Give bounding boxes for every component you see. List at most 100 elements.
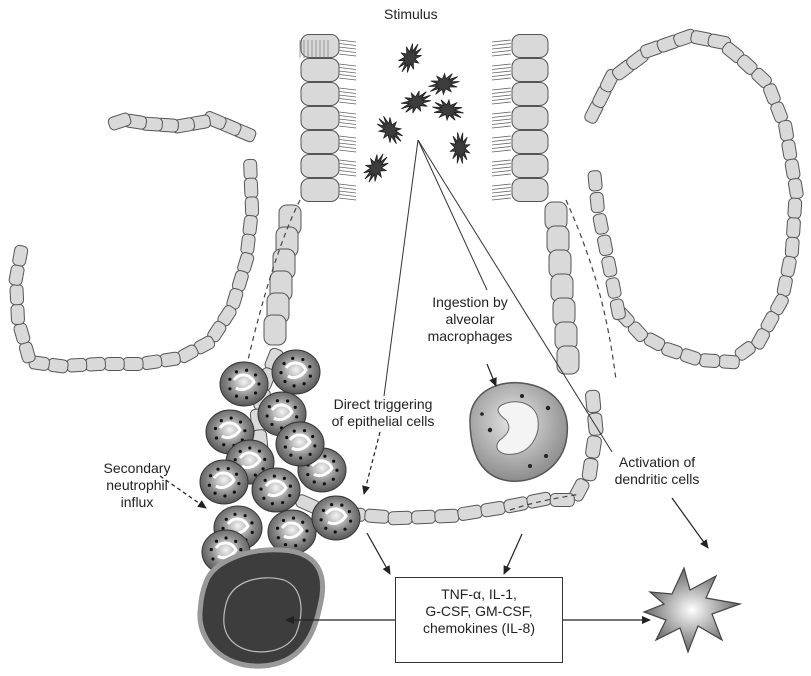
cilium-line [492, 71, 511, 73]
cytokine-box: TNF-α, IL-1, G-CSF, GM-CSF, chemokines (… [395, 577, 563, 663]
neutrophil-granule [348, 510, 351, 513]
neutrophil-granule [245, 396, 248, 399]
stimulus-line [384, 140, 418, 396]
epithelial-cell [8, 264, 24, 286]
epithelial-cell [785, 237, 799, 258]
neutrophil-granule [233, 513, 236, 516]
neutrophil [200, 460, 248, 504]
neutrophil-granule [276, 399, 279, 402]
cilium-line [339, 184, 356, 186]
epithelial-cell [104, 358, 124, 371]
cilium-line [492, 188, 511, 190]
cilium-line [339, 64, 356, 66]
epithelial-cell [244, 178, 258, 199]
neutrophil-granule [323, 482, 326, 485]
neutrophil-granule [220, 419, 223, 422]
neutrophil-granule [282, 519, 285, 522]
neutrophil-granule [235, 473, 238, 476]
epithelial-cell [85, 357, 106, 371]
neutrophil-granule [303, 539, 306, 542]
cilium-line [492, 75, 511, 77]
epithelial-cell [141, 354, 163, 370]
cilium-line [339, 167, 356, 169]
cilium-line [492, 171, 511, 173]
cilium-line [492, 44, 511, 46]
cilium-line [492, 119, 511, 121]
epithelial-cell [780, 256, 797, 278]
epithelial-cell [301, 131, 339, 154]
neutrophil-granule [286, 399, 289, 402]
neutrophil-granule [261, 467, 264, 470]
neutrophil-granule [222, 443, 225, 446]
epithelial-cell [590, 192, 605, 213]
neutrophil-granule [215, 540, 218, 543]
neutrophil-granule [293, 429, 296, 432]
neutrophil-granule [282, 362, 285, 365]
cilium-line [492, 116, 511, 118]
neutrophil-granule [228, 378, 231, 381]
cilium-line [339, 99, 356, 101]
epithelial-cell [776, 275, 793, 297]
epithelial-cell [781, 139, 797, 161]
neutrophil-granule [277, 536, 280, 539]
cilium-line [339, 78, 356, 80]
neutrophil-granule [214, 427, 217, 430]
label-direct: Direct triggering of epithelial cells [318, 396, 448, 430]
neutrophil-granule [245, 369, 248, 372]
cilium-line [339, 95, 356, 97]
neutrophil-granule [301, 358, 304, 361]
label-secondary: Secondary neutrophil influx [88, 460, 186, 511]
cytokine-line2: G-CSF, GM-CSF, [396, 603, 562, 620]
neutrophil-granule [279, 371, 282, 374]
cilium-line [492, 78, 511, 80]
stimulus-particle [393, 39, 426, 77]
cilium-line [339, 88, 356, 90]
neutrophil-body [200, 460, 248, 504]
epithelial-cell [786, 217, 800, 238]
neutrophil-granule [224, 536, 227, 539]
epithelial-cell [592, 213, 609, 235]
label-secondary-line1: Secondary [88, 460, 186, 477]
neutrophil-granule [330, 503, 333, 506]
epithelial-cell [457, 504, 483, 521]
neutrophil-granule [305, 529, 308, 532]
cilium-line [339, 123, 356, 125]
cilium-line [492, 64, 511, 66]
epithelial-cell [245, 197, 259, 218]
epithelial-cell [11, 304, 25, 325]
neutrophil-granule [233, 491, 236, 494]
cilium-line [339, 164, 356, 166]
epithelial-cell [503, 496, 529, 513]
cilium-line [492, 195, 511, 197]
neutrophil-granule [259, 487, 262, 490]
neutrophil-granule [270, 423, 273, 426]
neutrophil-granule [295, 415, 298, 418]
neutrophil-granule [264, 479, 267, 482]
neutrophil-granule [250, 521, 253, 524]
neutrophil-granule [210, 548, 213, 551]
cilium-line [339, 188, 356, 190]
left-alveolus-wall [8, 110, 258, 373]
neutrophil-granule [320, 518, 323, 521]
neutrophil-granule [294, 406, 297, 409]
neutrophil-granule [303, 382, 306, 385]
neutrophil-granule [239, 420, 242, 423]
epithelial-cell [778, 120, 794, 142]
neutrophil-granule [294, 544, 297, 547]
neutrophil-granule [257, 382, 260, 385]
arrow-macrophage-to-box [504, 534, 522, 574]
cilium-line [492, 102, 511, 104]
label-ingestion-line2: alveolar [415, 311, 525, 328]
neutrophil [312, 496, 360, 540]
cilium-line [339, 160, 356, 162]
neutrophil-granule [239, 450, 242, 453]
epithelial-cell [512, 107, 548, 130]
epithelial-cell [610, 298, 627, 320]
neutrophil [272, 350, 320, 394]
stimulus-particle [430, 96, 466, 123]
neutrophil-granule [216, 468, 219, 471]
epithelial-cell [12, 245, 28, 267]
epithelial-cell [512, 83, 548, 106]
cilium-line [339, 112, 356, 114]
neutrophil-cluster [200, 350, 360, 574]
